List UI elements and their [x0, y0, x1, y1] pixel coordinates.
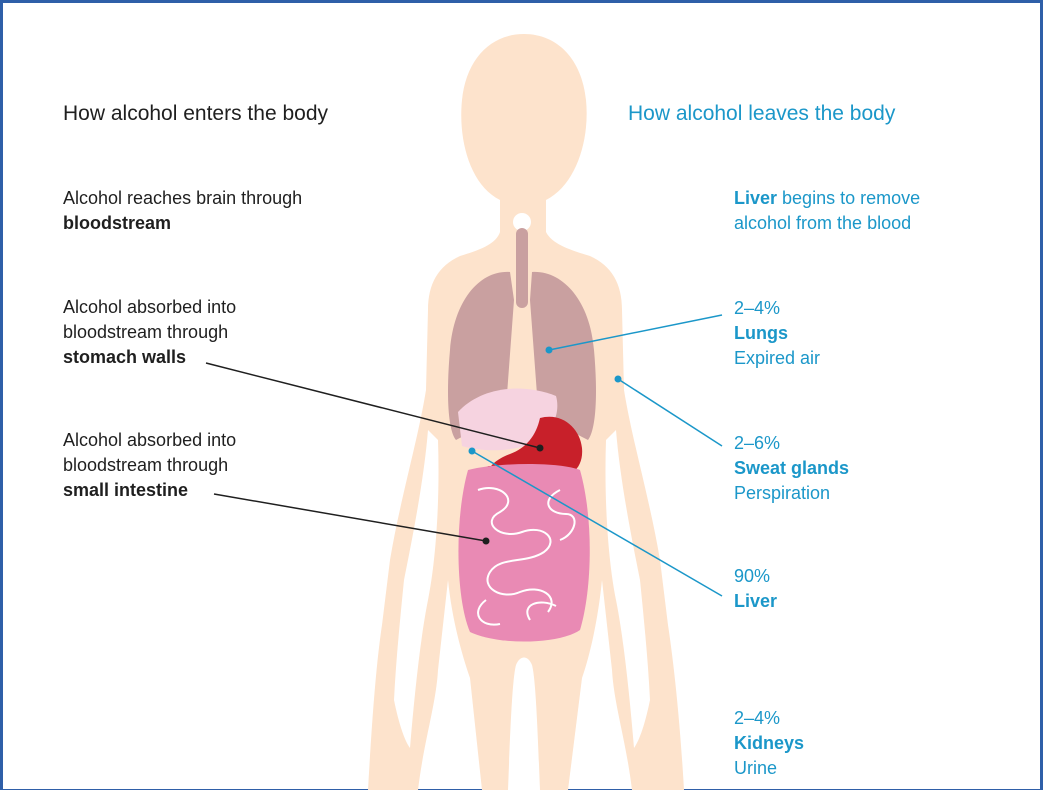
sweat-desc: Perspiration [734, 483, 830, 503]
sweat-label: 2–6% Sweat glands Perspiration [734, 431, 849, 506]
stomach-label-line1: Alcohol absorbed into [63, 297, 236, 317]
liver-leader-dot [469, 448, 476, 455]
kidneys-percent: 2–4% [734, 708, 780, 728]
liver-label: 90% Liver [734, 564, 777, 614]
sweat-leader-line [618, 379, 722, 446]
lungs-label: 2–4% Lungs Expired air [734, 296, 820, 371]
liver-note-label: Liver begins to remove alcohol from the … [734, 186, 920, 236]
stomach-label: Alcohol absorbed into bloodstream throug… [63, 295, 236, 370]
lungs-desc: Expired air [734, 348, 820, 368]
sweat-leader-dot [615, 376, 622, 383]
trachea [516, 228, 528, 308]
lungs-percent: 2–4% [734, 298, 780, 318]
intestine-label-line1: Alcohol absorbed into [63, 430, 236, 450]
liver-note-bold: Liver [734, 188, 777, 208]
kidneys-desc: Urine [734, 758, 777, 778]
stomach-label-bold: stomach walls [63, 347, 186, 367]
intestine-leader-dot [483, 538, 490, 545]
kidneys-label: 2–4% Kidneys Urine [734, 706, 804, 781]
sweat-organ: Sweat glands [734, 458, 849, 478]
kidneys-organ: Kidneys [734, 733, 804, 753]
enters-heading: How alcohol enters the body [63, 100, 328, 128]
sweat-percent: 2–6% [734, 433, 780, 453]
brain-label-bold: bloodstream [63, 213, 171, 233]
intestine-label: Alcohol absorbed into bloodstream throug… [63, 428, 236, 503]
liver-note-line2: alcohol from the blood [734, 213, 911, 233]
lungs-organ: Lungs [734, 323, 788, 343]
brain-label: Alcohol reaches brain through bloodstrea… [63, 186, 302, 236]
stomach-label-line2: bloodstream through [63, 322, 228, 342]
lungs-leader-dot [546, 347, 553, 354]
liver-note-rest: begins to remove [777, 188, 920, 208]
leaves-heading: How alcohol leaves the body [628, 100, 895, 128]
stomach-leader-dot [537, 445, 544, 452]
liver-percent: 90% [734, 566, 770, 586]
intestine-label-bold: small intestine [63, 480, 188, 500]
brain-label-line1: Alcohol reaches brain through [63, 188, 302, 208]
intestine-label-line2: bloodstream through [63, 455, 228, 475]
liver-organ-label: Liver [734, 591, 777, 611]
